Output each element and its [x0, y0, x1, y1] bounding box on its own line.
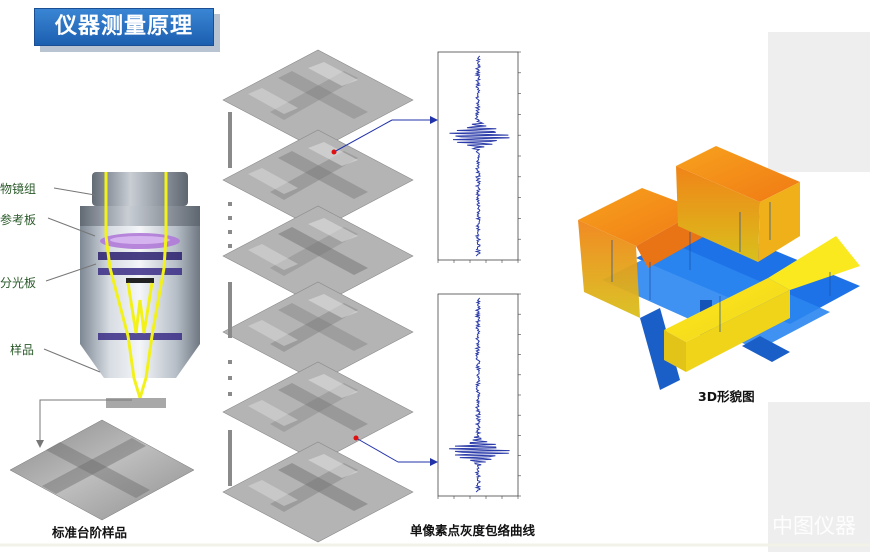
- interferogram-plate: [222, 361, 414, 463]
- label-leaders: [39, 187, 132, 440]
- sample-plate: [106, 398, 166, 408]
- page-title: 仪器测量原理: [54, 14, 193, 39]
- intensity-plot-lower: [437, 293, 521, 499]
- title-banner: 仪器测量原理: [34, 8, 214, 46]
- caption-single-pixel-curve: 单像素点灰度包络曲线: [410, 523, 536, 538]
- pixel-marker: [353, 435, 359, 441]
- light-beams: [104, 172, 168, 399]
- pixel-marker: [331, 149, 337, 155]
- standard-step-sample-plate: [9, 419, 195, 521]
- objective-lens-illustration: [80, 172, 200, 378]
- caption-standard-step-sample: 标准台阶样品: [52, 525, 128, 540]
- label-objective-group: 物镜组: [0, 182, 37, 196]
- scan-direction-marks: [228, 112, 232, 486]
- interferogram-plate: [222, 441, 414, 543]
- label-beam-splitter: 分光板: [0, 276, 37, 290]
- caption-3d-topography: 3D形貌图: [698, 389, 755, 404]
- topography-3d: [578, 146, 860, 390]
- pixel-pointer-lower: [353, 435, 438, 466]
- focus-stack: [222, 49, 414, 543]
- interferogram-plate: [222, 129, 414, 231]
- label-sample: 样品: [10, 343, 35, 357]
- interferogram-plate: [222, 281, 414, 383]
- intensity-plot-upper: [437, 51, 521, 263]
- watermark: 中图仪器: [772, 514, 856, 538]
- label-reference-plate: 参考板: [0, 213, 37, 227]
- interferogram-plate: [222, 205, 414, 307]
- interferogram-plate: [222, 49, 414, 151]
- arrow-down-icon: [36, 440, 44, 448]
- pixel-pointer-upper: [331, 116, 438, 155]
